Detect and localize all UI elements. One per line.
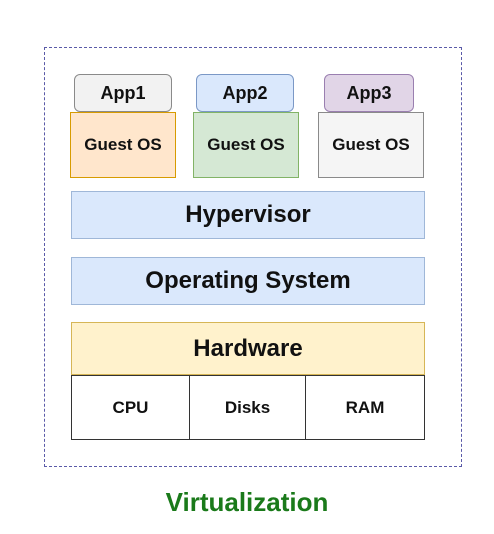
guest-os-3-box: Guest OS [318,112,424,178]
disks-box: Disks [190,375,306,440]
ram-box: RAM [306,375,425,440]
hypervisor-layer: Hypervisor [71,191,425,239]
cpu-box: CPU [71,375,190,440]
operating-system-layer: Operating System [71,257,425,305]
app3-box: App3 [324,74,414,112]
guest-os-1-box: Guest OS [70,112,176,178]
diagram-caption: Virtualization [165,487,329,517]
diagram-frame [44,47,462,467]
app1-box: App1 [74,74,172,112]
app2-box: App2 [196,74,294,112]
guest-os-2-box: Guest OS [193,112,299,178]
hardware-layer: Hardware [71,322,425,375]
